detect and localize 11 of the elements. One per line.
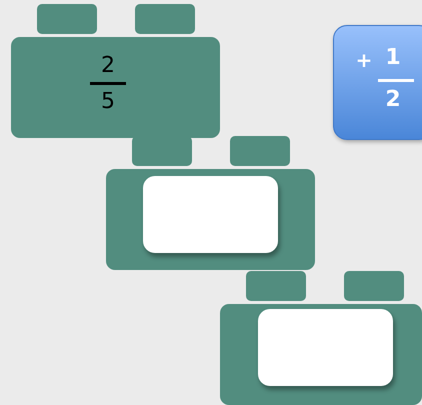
numerator: 2 bbox=[100, 54, 116, 78]
denominator: 2 bbox=[384, 88, 402, 112]
brick-block bbox=[220, 271, 422, 405]
answer-box bbox=[258, 309, 393, 386]
add-fraction-card bbox=[333, 25, 422, 140]
answer-box bbox=[143, 176, 278, 253]
numerator: 1 bbox=[384, 46, 402, 70]
plus-sign: + bbox=[354, 48, 374, 72]
brick-block bbox=[11, 4, 220, 138]
denominator: 5 bbox=[100, 90, 116, 114]
brick-block bbox=[106, 136, 315, 270]
